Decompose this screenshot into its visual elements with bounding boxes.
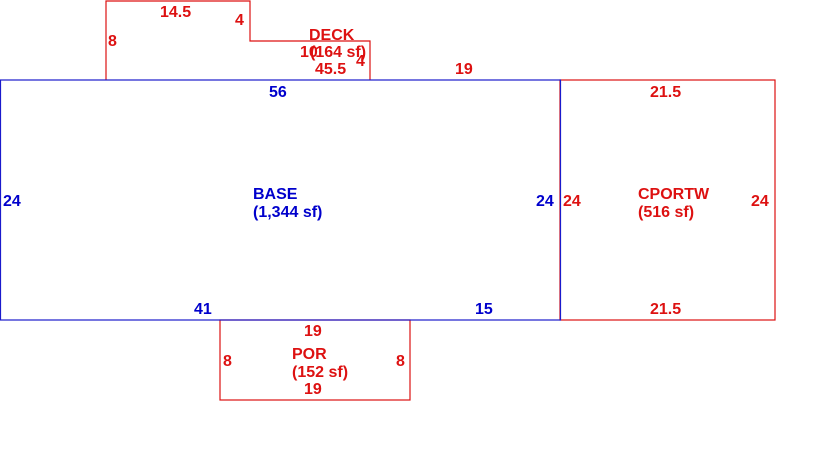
base-top-dimension: 56 — [269, 84, 287, 101]
carport-top-dimension: 21.5 — [650, 84, 681, 101]
porch-top-dimension: 19 — [304, 323, 322, 340]
porch-right-dimension: 8 — [396, 353, 405, 370]
base-area: (1,344 sf) — [253, 204, 322, 221]
carport-right-dimension: 24 — [751, 193, 769, 210]
deck-top-right-dimension: 19 — [455, 61, 473, 78]
base-bottom-right-dimension: 15 — [475, 301, 493, 318]
carport-name: CPORTW — [638, 186, 710, 203]
carport-left-dimension: 24 — [563, 193, 581, 210]
porch-bottom-dimension: 19 — [304, 381, 322, 398]
deck-notch-dimension: 4 — [235, 12, 244, 29]
deck-notch-width-dimension: 10 — [300, 44, 318, 61]
base-left-dimension: 24 — [3, 193, 21, 210]
base-bottom-left-dimension: 41 — [194, 301, 212, 318]
base-outline — [0, 79, 562, 321]
deck-area: (164 sf) — [310, 44, 366, 61]
carport-bottom-dimension: 21.5 — [650, 301, 681, 318]
deck-left-dimension: 8 — [108, 33, 117, 50]
base-name: BASE — [253, 186, 298, 203]
porch-name: POR — [292, 346, 327, 363]
deck-outline — [105, 0, 371, 80]
deck-top-dimension: 14.5 — [160, 4, 191, 21]
deck-name: DECK — [309, 27, 355, 44]
carport-area: (516 sf) — [638, 204, 694, 221]
deck-bottom-dimension: 45.5 — [315, 61, 346, 78]
porch-left-dimension: 8 — [223, 353, 232, 370]
porch-area: (152 sf) — [292, 364, 348, 381]
base-right-dimension: 24 — [536, 193, 554, 210]
deck-right-dimension: 4 — [356, 53, 365, 70]
